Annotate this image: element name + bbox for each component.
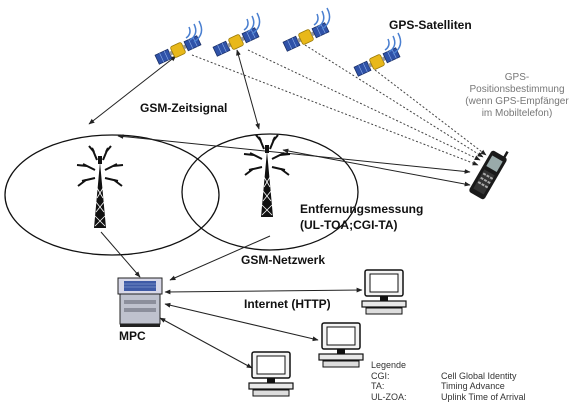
legend-key: TA: bbox=[371, 381, 385, 391]
gps-positioning-line: im Mobiltelefon) bbox=[481, 108, 553, 119]
legend-value: Uplink Time of Arrival bbox=[441, 391, 526, 402]
legend-row: TA: Timing Advance bbox=[371, 381, 526, 392]
satellite-icon bbox=[153, 20, 203, 66]
server-icon bbox=[117, 277, 163, 327]
cell-tower-icon bbox=[243, 134, 291, 218]
gps-satellites-label: GPS-Satelliten bbox=[389, 18, 472, 32]
legend: Legende CGI: Cell Global Identity TA: Ti… bbox=[371, 360, 526, 402]
mobile-phone-icon bbox=[469, 150, 509, 200]
arrows bbox=[88, 49, 471, 369]
internet-label: Internet (HTTP) bbox=[244, 297, 331, 311]
legend-value: Cell Global Identity bbox=[441, 370, 517, 381]
legend-row: UL-ZOA: Uplink Time of Arrival bbox=[371, 392, 526, 403]
gps-signal-lines bbox=[191, 44, 487, 166]
computer-icon bbox=[361, 269, 407, 315]
legend-key: CGI: bbox=[371, 370, 390, 381]
gps-positioning-label: GPS- Positionsbestimmung (wenn GPS-Empfä… bbox=[456, 72, 578, 120]
legend-title: Legende bbox=[371, 360, 407, 370]
computer-icon bbox=[248, 351, 294, 397]
distance-measurement-line: (UL-TOA;CGI-TA) bbox=[300, 218, 398, 232]
gps-positioning-line: Positionsbestimmung bbox=[469, 84, 565, 95]
legend-value: Timing Advance bbox=[441, 381, 505, 391]
legend-key: UL-ZOA: bbox=[371, 391, 407, 402]
distance-measurement-line: Entfernungsmessung bbox=[300, 202, 424, 216]
satellite-icon bbox=[352, 32, 402, 78]
gsm-cell-right bbox=[181, 133, 359, 251]
gsm-time-signal-label: GSM-Zeitsignal bbox=[140, 101, 228, 115]
gps-positioning-line: (wenn GPS-Empfänger bbox=[465, 96, 569, 107]
gps-positioning-line: GPS- bbox=[504, 72, 530, 83]
satellite-icon bbox=[211, 12, 261, 58]
legend-row: CGI: Cell Global Identity bbox=[371, 371, 526, 382]
gsm-network-label: GSM-Netzwerk bbox=[241, 253, 326, 267]
distance-measurement-label: Entfernungsmessung (UL-TOA;CGI-TA) bbox=[300, 201, 423, 233]
computer-icon bbox=[318, 322, 364, 368]
cell-tower-icon bbox=[76, 145, 124, 229]
gsm-cell-left bbox=[4, 134, 220, 256]
mpc-label: MPC bbox=[119, 329, 146, 343]
